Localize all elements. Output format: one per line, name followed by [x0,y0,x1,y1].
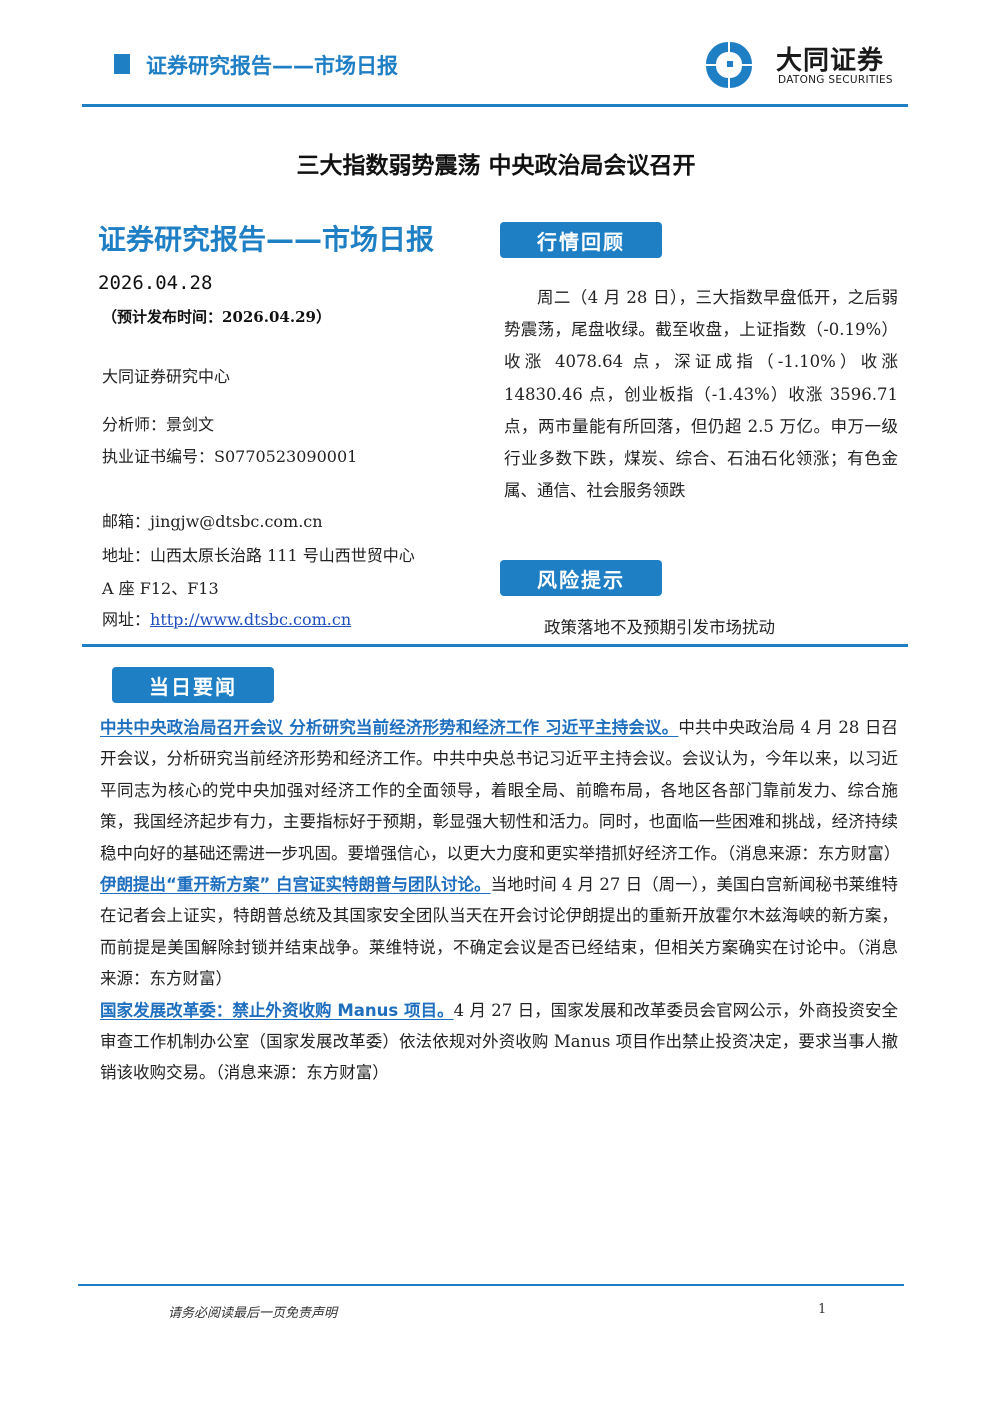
news-item: 伊朗提出“重开新方案” 白宫证实特朗普与团队讨论。当地时间 4 月 27 日（周… [100,869,898,995]
header-square-mark [114,54,130,74]
tab-risk-warning: 风险提示 [500,560,662,596]
address-line-1: 地址：山西太原长治路 111 号山西世贸中心 [102,546,415,565]
tab-market-review: 行情回顾 [500,222,662,258]
news-item: 中共中央政治局召开会议 分析研究当前经济形势和经济工作 习近平主持会议。中共中央… [100,712,901,869]
address-line-2: A 座 F12、F13 [102,579,219,598]
certificate-number: 执业证书编号：S0770523090001 [102,447,358,466]
email-address: 邮箱：jingjw@dtsbc.com.cn [102,512,323,531]
news-body: 当地时间 4 月 27 日（周一），美国白宫新闻秘书莱维特在记者会上证实，特朗普… [100,875,898,989]
tab-daily-news: 当日要闻 [112,667,274,703]
website-link[interactable]: http://www.dtsbc.com.cn [150,610,352,629]
footer-divider [78,1284,904,1286]
news-headline[interactable]: 国家发展改革委：禁止外资收购 Manus 项目。 [100,1000,454,1020]
datong-logo-icon [706,42,752,88]
news-body: 4 月 27 日，国家发展和改革委员会官网公示，外商投资安全审查工作机制办公室（… [100,1000,899,1083]
news-body: 中共中央政治局 4 月 28 日召开会议，分析研究当前经济形势和经济工作。中共中… [100,718,901,863]
report-main-title: 三大指数弱势震荡 中央政治局会议召开 [296,153,696,179]
website-label: 网址： [102,610,151,629]
news-headline[interactable]: 中共中央政治局召开会议 分析研究当前经济形势和经济工作 习近平主持会议。 [100,718,679,737]
section-divider [82,644,908,647]
header-divider [82,104,908,107]
news-list: 中共中央政治局召开会议 分析研究当前经济形势和经济工作 习近平主持会议。中共中央… [100,712,901,1089]
analyst-name: 分析师：景剑文 [102,415,215,434]
news-headline[interactable]: 伊朗提出“重开新方案” 白宫证实特朗普与团队讨论。 [100,875,491,895]
disclaimer-note: 请务必阅读最后一页免责声明 [168,1306,338,1321]
left-report-title: 证券研究报告——市场日报 [98,223,435,256]
logo-english-name: DATONG SECURITIES [778,74,893,86]
publish-time: （预计发布时间：2026.04.29） [102,308,331,326]
news-item: 国家发展改革委：禁止外资收购 Manus 项目。4 月 27 日，国家发展和改革… [100,995,898,1089]
header-title: 证券研究报告——市场日报 [146,54,398,78]
report-date: 2026.04.28 [98,272,213,294]
page-number: 1 [818,1302,827,1317]
market-review-text: 周二（4 月 28 日），三大指数早盘低开，之后弱势震荡，尾盘收绿。截至收盘，上… [504,288,898,501]
website-row: 网址：http://www.dtsbc.com.cn [102,606,351,630]
logo-chinese-name: 大同证券 [776,46,885,76]
research-center: 大同证券研究中心 [102,367,231,386]
risk-warning-text: 政策落地不及预期引发市场扰动 [544,618,775,637]
